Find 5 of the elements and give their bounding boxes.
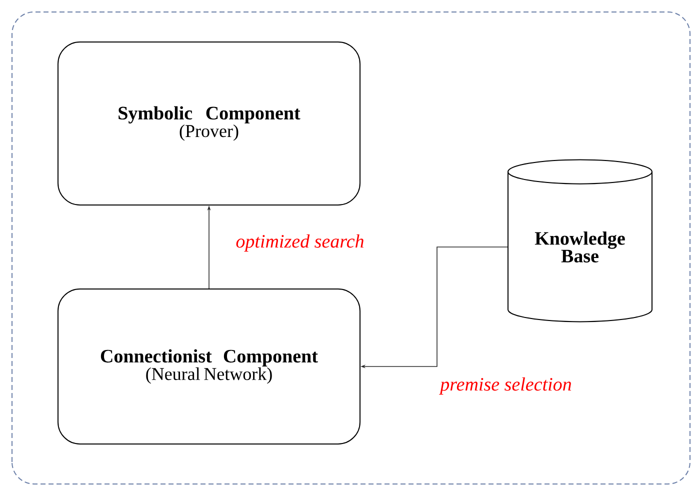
edge-label: premise selection [439,376,573,396]
edge-label: optimized search [234,233,366,253]
component-box: Symbolic Component (Prover) [58,42,360,206]
cylinder: Knowledge Base [508,159,652,322]
component-box: Connectionist Component (Neural Network) [58,288,360,444]
